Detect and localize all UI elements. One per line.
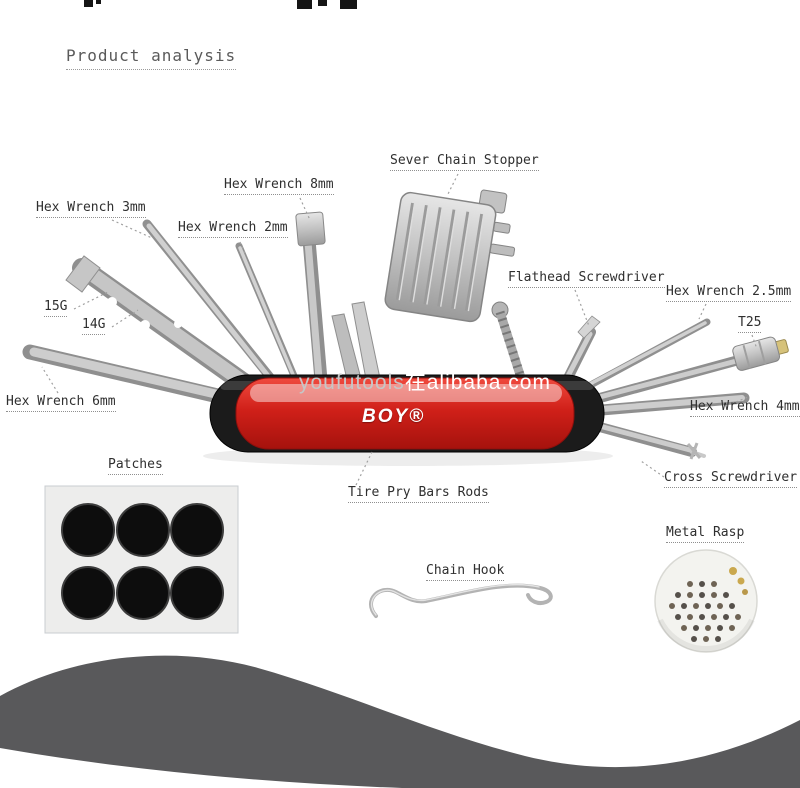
label-hex-wrench-3mm: Hex Wrench 3mm xyxy=(36,201,146,218)
spoke-wrench-14g-15g xyxy=(65,255,272,406)
label-chain-hook: Chain Hook xyxy=(426,564,505,581)
leader-lines xyxy=(41,173,758,486)
label-hex-wrench-2mm: Hex Wrench 2mm xyxy=(178,221,288,238)
metal-rasp xyxy=(654,549,758,653)
label-hex-wrench-6mm: Hex Wrench 6mm xyxy=(6,395,116,412)
hex-wrench-8mm xyxy=(295,211,329,399)
chain-hook xyxy=(369,583,553,618)
label-patches: Patches xyxy=(108,458,163,475)
hex-wrench-3mm xyxy=(142,219,287,397)
t25-driver xyxy=(573,336,789,409)
brand-logo: BOY® xyxy=(362,406,426,427)
label-sever-chain-stopper: Sever Chain Stopper xyxy=(390,154,539,171)
label-tire-pry-bars-rods: Tire Pry Bars Rods xyxy=(348,486,489,503)
label-metal-rasp: Metal Rasp xyxy=(666,526,745,543)
top-crop-mark xyxy=(84,0,93,7)
hex-wrench-4mm xyxy=(572,392,750,418)
label-t25: T25 xyxy=(738,316,762,333)
tool-body xyxy=(203,374,613,466)
top-crop-mark xyxy=(318,0,327,6)
chain-breaker-tool xyxy=(384,189,528,386)
watermark: youfutools在alibaba.com xyxy=(299,366,551,396)
top-crop-mark xyxy=(297,0,312,9)
label-cross-screwdriver: Cross Screwdriver xyxy=(664,471,798,488)
bottom-wave xyxy=(0,655,800,788)
hex-wrench-2mm xyxy=(235,242,304,394)
top-crop-mark xyxy=(96,0,101,4)
label-flathead-screwdriver: Flathead Screwdriver xyxy=(508,271,665,288)
hex-wrench-2-5mm xyxy=(570,318,711,398)
page-title: Product analysis xyxy=(66,46,237,70)
watermark-domain: 在alibaba.com xyxy=(404,371,551,394)
watermark-site-name: youfutools xyxy=(299,371,405,394)
label-14g: 14G xyxy=(82,318,106,335)
top-crop-mark xyxy=(340,0,357,9)
label-15g: 15G xyxy=(44,300,68,317)
patch-sheet xyxy=(44,485,239,634)
label-hex-wrench-4mm: Hex Wrench 4mm xyxy=(690,400,800,417)
label-hex-wrench-2-5mm: Hex Wrench 2.5mm xyxy=(666,285,792,302)
label-hex-wrench-8mm: Hex Wrench 8mm xyxy=(224,178,334,195)
